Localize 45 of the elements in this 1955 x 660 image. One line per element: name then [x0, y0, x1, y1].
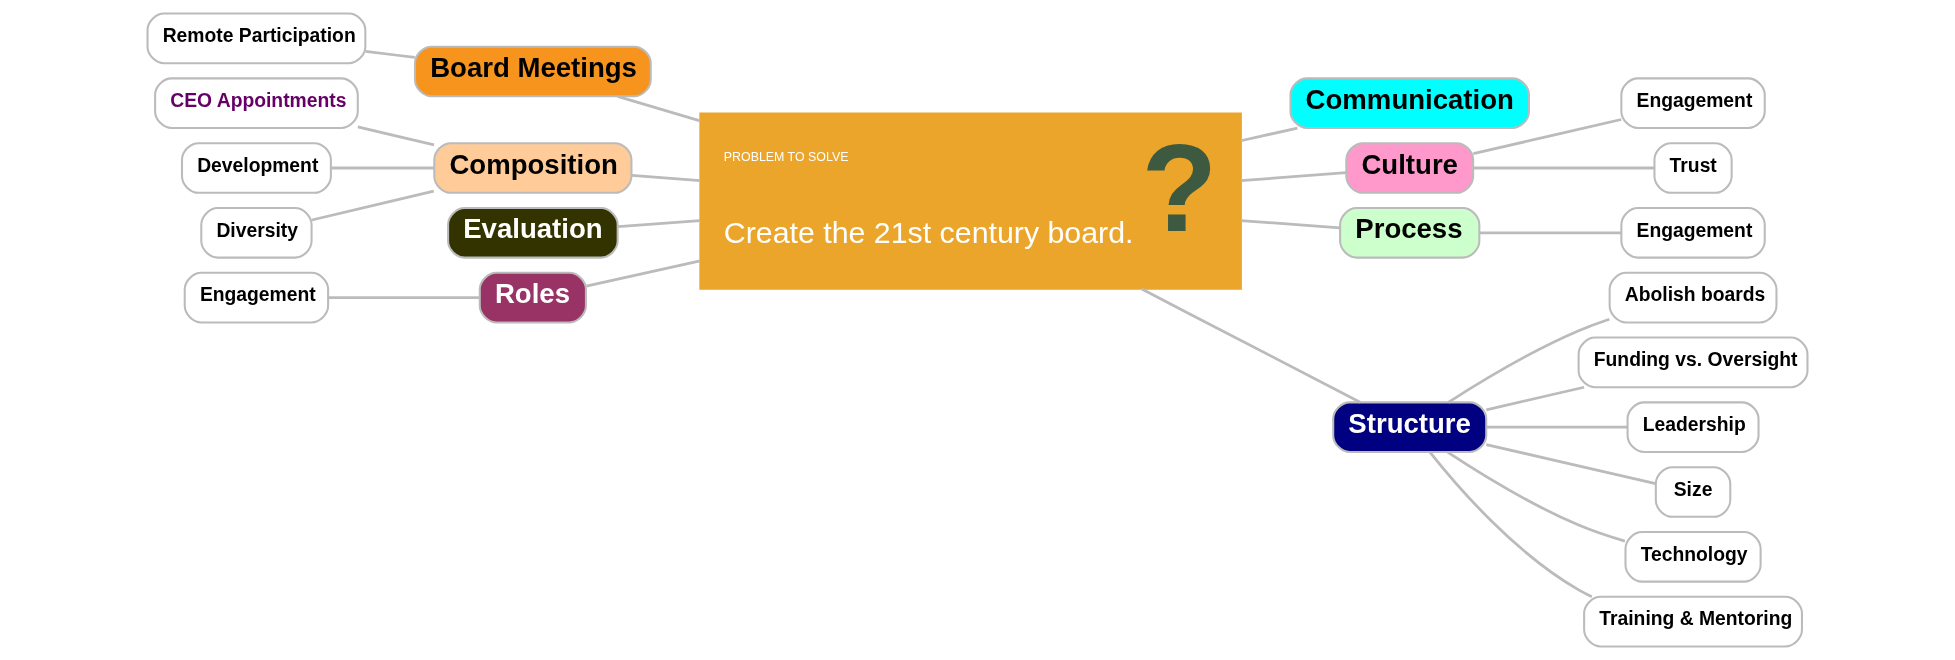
connector: [1240, 219, 1340, 230]
node-box: Culture: [1345, 142, 1475, 194]
node-box: Development: [180, 142, 332, 194]
connector: [1485, 443, 1656, 485]
connector: [1486, 425, 1628, 429]
node-box: Trust: [1653, 142, 1733, 194]
node-box: Engagement: [1620, 206, 1766, 259]
node-box: Process: [1339, 206, 1481, 259]
connector: [1485, 385, 1585, 412]
node-box: Evaluation: [447, 206, 619, 259]
node-box: Communication: [1289, 77, 1531, 130]
connector: [365, 50, 415, 59]
connector: [631, 174, 701, 182]
connector: [1428, 451, 1593, 598]
connector: [1446, 451, 1626, 543]
node-box: Technology: [1624, 530, 1762, 583]
node-box: Engagement: [1620, 77, 1766, 130]
node-box: Remote Participation: [146, 12, 367, 65]
connector: [1473, 118, 1622, 155]
connector: [1240, 171, 1347, 183]
node-box: Composition: [433, 142, 633, 194]
connector: [1473, 166, 1655, 170]
connector: [331, 166, 435, 170]
connector: [1240, 126, 1298, 143]
node-box: Board Meetings: [413, 45, 652, 98]
node-box: Abolish boards: [1608, 271, 1778, 324]
node-box: Diversity: [200, 206, 313, 259]
node-box: CEO Appointments: [154, 77, 359, 130]
connector: [1479, 231, 1622, 235]
node-box: Training & Mentoring: [1583, 595, 1803, 648]
node-box: Engagement: [183, 271, 330, 324]
node-box: PROBLEM TO SOLVE ? Create the 21st century board.: [699, 112, 1242, 290]
node-box: Roles: [478, 271, 587, 324]
connector: [311, 189, 435, 222]
node-box: Structure: [1332, 401, 1488, 454]
connector: [618, 219, 701, 229]
node-box: Size: [1654, 466, 1732, 518]
connector: [1447, 317, 1610, 404]
connector: [1140, 287, 1361, 404]
node-box: Leadership: [1626, 401, 1760, 454]
connector: [617, 95, 701, 123]
connector: [357, 125, 435, 147]
connector: [586, 259, 701, 288]
connector: [328, 296, 480, 299]
node-box: Funding vs. Oversight: [1577, 336, 1809, 389]
